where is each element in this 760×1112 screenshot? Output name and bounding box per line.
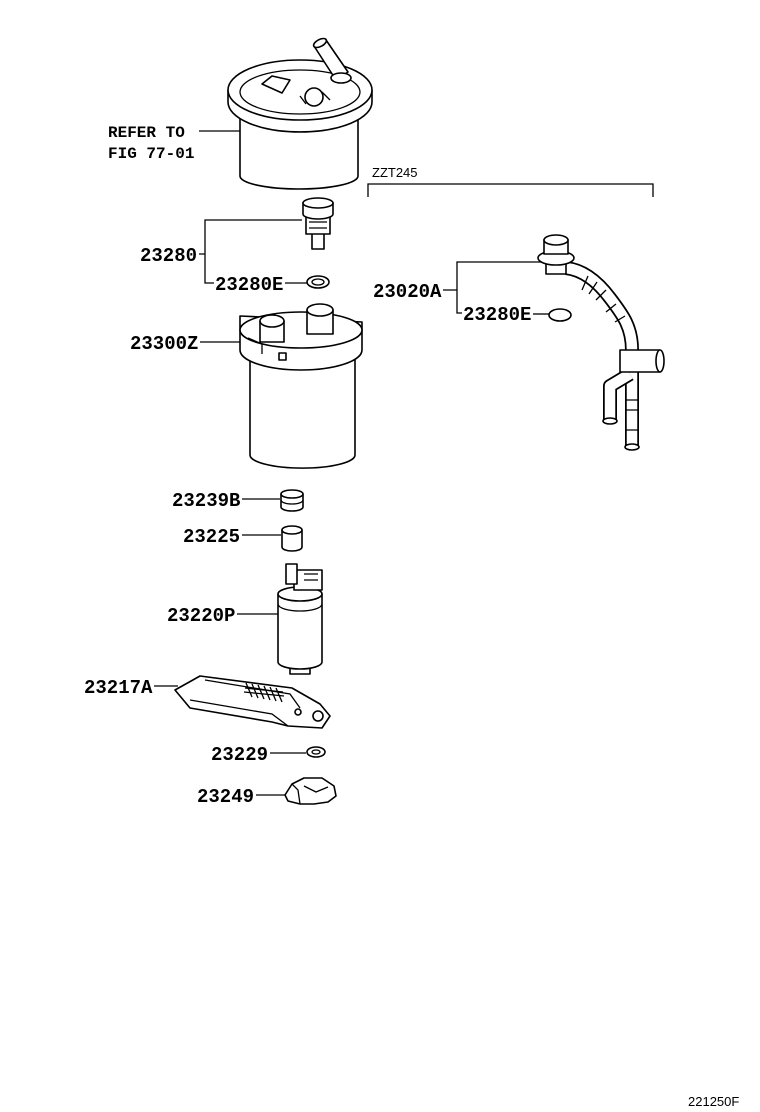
part-label-23300Z[interactable]: 23300Z <box>130 333 198 355</box>
sleeve-23225 <box>281 525 303 552</box>
part-label-23217A[interactable]: 23217A <box>84 677 153 699</box>
part-label-23220P[interactable]: 23220P <box>167 605 235 627</box>
cushion-23239B <box>280 489 304 512</box>
fuel-suction-filter-23217A <box>174 675 331 729</box>
variant-bracket <box>367 183 654 197</box>
washer-23229 <box>306 746 326 758</box>
part-label-23239B[interactable]: 23239B <box>172 490 240 512</box>
diagram-id: 221250F <box>688 1094 739 1109</box>
part-label-23225[interactable]: 23225 <box>183 526 240 548</box>
regulator-hose-assembly-23020A <box>537 234 665 451</box>
part-label-23280[interactable]: 23280 <box>140 245 197 267</box>
refer-to-line1: REFER TO <box>108 124 185 142</box>
part-label-23280E-left[interactable]: 23280E <box>215 274 283 296</box>
o-ring-23280E-left <box>306 275 330 289</box>
part-label-23280E-right[interactable]: 23280E <box>463 304 531 326</box>
refer-to-line2[interactable]: FIG 77-01 <box>108 145 194 163</box>
o-ring-23280E-right <box>548 308 572 322</box>
bracket-23020A <box>443 261 542 314</box>
fuel-pump-23220P <box>277 563 323 675</box>
part-label-23020A[interactable]: 23020A <box>373 281 442 303</box>
fuel-filter-23300Z <box>239 303 363 469</box>
bracket-23280 <box>199 219 302 284</box>
variant-label: ZZT245 <box>372 165 418 180</box>
part-label-23249[interactable]: 23249 <box>197 786 254 808</box>
fuel-pump-cover-assembly <box>227 37 373 190</box>
clip-23249 <box>284 777 337 805</box>
part-label-23229[interactable]: 23229 <box>211 744 268 766</box>
pressure-regulator-23280 <box>302 197 334 250</box>
